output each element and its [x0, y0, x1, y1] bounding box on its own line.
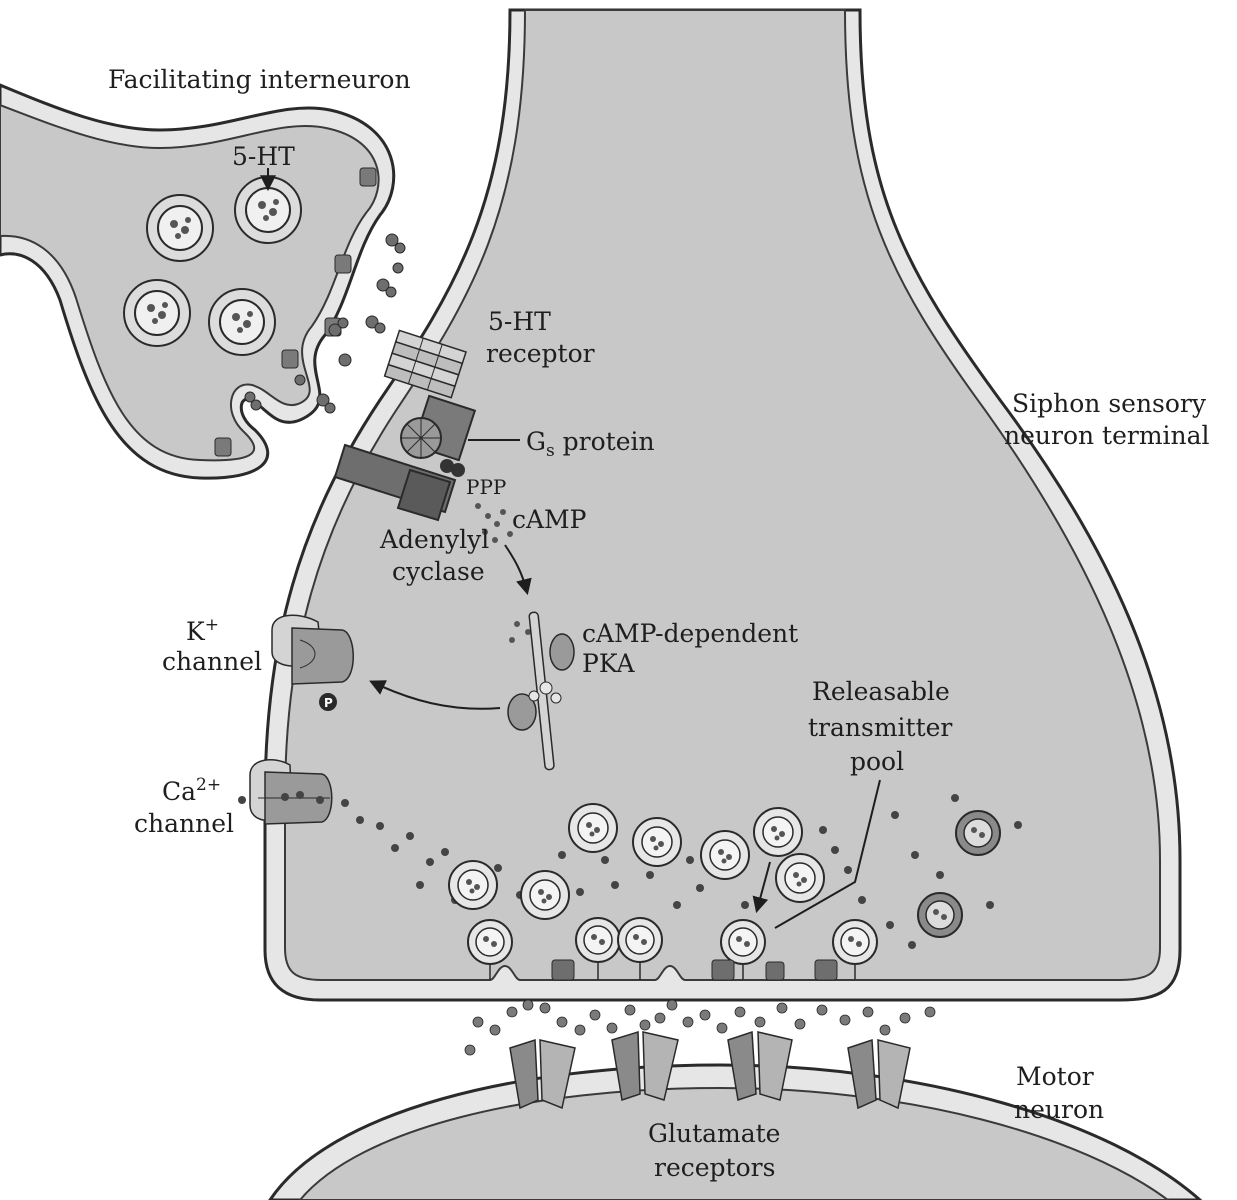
facilitating-interneuron-label: Facilitating interneuron — [108, 65, 411, 94]
siphon-label-line1: Siphon sensory — [1012, 389, 1207, 418]
gs-protein-label: Gs protein — [526, 427, 655, 461]
adenylyl-cyclase — [333, 443, 457, 522]
k-channel-label-k: K — [186, 617, 206, 646]
ca-channel-label-line2: channel — [134, 809, 234, 838]
serotonin-molecules — [244, 233, 406, 414]
glutamate-molecules — [464, 999, 936, 1056]
glutamate-receptors-label-line1: Glutamate — [648, 1119, 780, 1148]
ppp-label: PPP — [466, 475, 506, 499]
k-channel-label-sup: + — [205, 615, 219, 635]
five-ht-receptor-label-line1: 5-HT — [488, 307, 551, 336]
gs-protein — [400, 394, 477, 477]
active-zone-proteins — [551, 959, 838, 981]
gs-protein-label-rest: protein — [555, 427, 655, 456]
camp-label: cAMP — [512, 505, 586, 534]
ca-channel-label-sup: 2+ — [196, 775, 221, 795]
five-ht-label: 5-HT — [232, 142, 295, 171]
motor-neuron-label-line1: Motor — [1016, 1062, 1094, 1091]
releasable-pool-label-line2: transmitter — [808, 713, 952, 742]
motor-neuron-label-line2: neuron — [1014, 1095, 1104, 1124]
k-channel-label-line2: channel — [162, 647, 262, 676]
glutamate-receptors-label-line2: receptors — [654, 1153, 775, 1182]
transmitter-vesicles — [448, 803, 1001, 965]
serotonin-receptor — [383, 329, 467, 399]
releasable-pool-arrow — [752, 861, 771, 914]
pka — [507, 611, 575, 771]
pka-to-k-channel-arrow — [369, 680, 501, 710]
ca-channel-label-line1: Ca2+ — [162, 775, 221, 806]
glutamate-receptors — [509, 1030, 911, 1110]
camp-arrow — [504, 544, 532, 596]
phospho-label: P — [324, 696, 333, 710]
releasable-pool-leader — [774, 779, 881, 929]
gs-protein-label-sub: s — [546, 441, 555, 461]
gs-protein-label-g: G — [526, 427, 546, 456]
k-channel: P — [271, 614, 354, 711]
adenylyl-cyclase-label-line2: cyclase — [392, 557, 485, 586]
docking-tethers — [489, 962, 856, 980]
motor-neuron — [268, 1063, 1203, 1200]
adenylyl-cyclase-label-line1: Adenylyl — [379, 525, 489, 554]
releasable-pool-label-line3: pool — [850, 747, 904, 776]
ca-channel-label-ca: Ca — [162, 777, 196, 806]
facilitating-interneuron — [0, 83, 396, 480]
releasable-pool-label-line1: Releasable — [812, 677, 950, 706]
siphon-label-line2: neuron terminal — [1004, 421, 1210, 450]
ca-channel — [249, 758, 333, 825]
k-channel-label-line1: K+ — [186, 615, 219, 646]
pka-label-line2: PKA — [582, 649, 635, 678]
pka-label-line1: cAMP-dependent — [582, 619, 798, 648]
five-ht-receptor-label-line2: receptor — [486, 339, 595, 368]
serotonin-vesicles — [123, 176, 302, 356]
camp-molecules — [475, 503, 531, 643]
